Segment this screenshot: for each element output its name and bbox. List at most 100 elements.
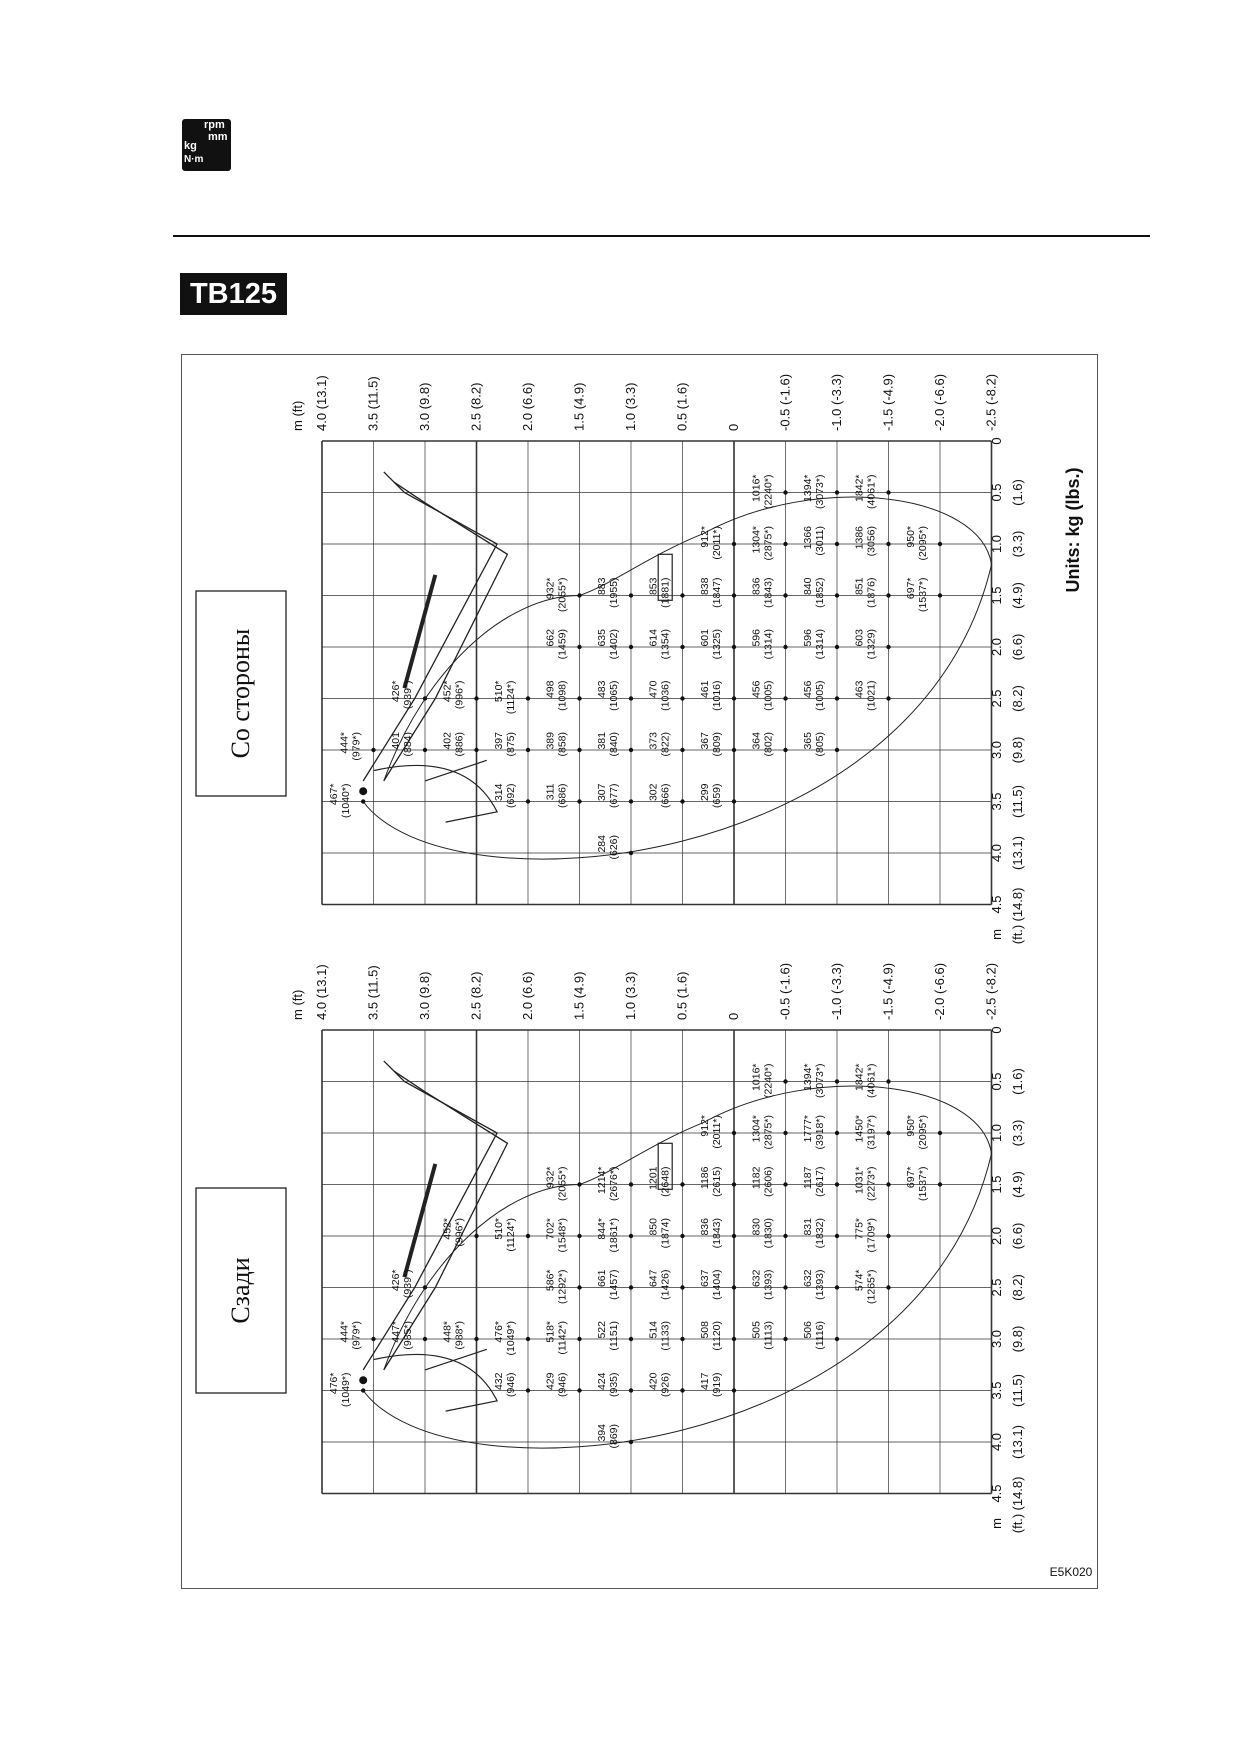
capacity-value-lbs: (2875*) [763,526,775,560]
radius-unit-label: m [989,929,1004,940]
grid-point [886,593,891,598]
capacity-value-lbs: (875) [505,732,517,757]
capacity-value: 614 [648,629,660,647]
capacity-value: 574* [854,1270,866,1292]
capacity-value: 601 [699,629,711,647]
capacity-value: 508 [699,1321,711,1339]
capacity-value-lbs: (1457) [608,1270,620,1300]
boom-cylinder [402,1163,438,1278]
capacity-value-lbs: (1098) [557,681,569,711]
capacity-value: 470 [648,680,660,698]
capacity-value-lbs: (1537*) [917,1167,929,1201]
capacity-value-lbs: (1325) [711,629,723,659]
radius-tick-label-ft: (13.1) [1010,1425,1025,1459]
capacity-value: 853 [648,577,660,595]
view-title-box [195,590,287,797]
radius-tick-label: 2.0 [989,1227,1004,1245]
height-tick-label: 1.5 (4.9) [572,972,587,1020]
reach-envelope [362,1085,993,1449]
grid-point [783,1130,788,1136]
capacity-value-lbs: (3011) [814,526,826,556]
capacity-value: 840 [802,577,814,595]
capacity-value: 444* [339,732,351,754]
grid-point [731,541,737,547]
radius-tick-label: 3.0 [989,1330,1004,1348]
capacity-value-lbs: (4061*) [866,475,878,509]
grid-point [783,696,788,701]
capacity-value: 510* [493,1218,505,1240]
view-title: Со стороны [226,629,255,759]
grid-point [783,593,788,598]
height-tick-label: 3.5 (11.5) [366,965,381,1020]
capacity-value: 697* [905,578,917,600]
capacity-value: 1842* [854,1064,866,1091]
height-tick-label: -2.0 (-6.6) [932,374,947,431]
capacity-value-lbs: (692) [505,784,517,809]
grid-point [474,1233,479,1239]
capacity-value: 635 [596,629,608,647]
capacity-value-lbs: (1876) [866,578,878,608]
radius-tick-label-ft: (1.6) [1010,479,1025,506]
radius-tick-label: 4.5 [989,1484,1004,1502]
capacity-value-lbs: (869) [608,1424,620,1449]
radius-tick-label-ft: (1.6) [1010,1068,1025,1095]
capacity-value: 284 [596,835,608,853]
height-tick-label: 0.5 (1.6) [675,972,690,1020]
radius-tick-label: 1.0 [989,535,1004,553]
capacity-value: 883 [596,577,608,595]
height-unit-label: m (ft) [290,401,305,431]
radius-tick-label-ft: (14.8) [1010,1477,1025,1511]
grid-point [937,1130,943,1136]
capacity-value: 1394* [802,1064,814,1091]
capacity-value: 697* [905,1167,917,1189]
grid-point [577,1285,582,1290]
grid-point [886,1130,891,1136]
grid-point [474,696,479,701]
radius-tick-label: 2.5 [989,1278,1004,1296]
grid-point [834,1233,840,1239]
grid-point [731,747,737,753]
radius-tick-label-ft: (14.8) [1010,888,1025,922]
capacity-value-lbs: (2273*) [866,1167,878,1201]
grid-point [937,541,943,547]
capacity-value-lbs: (1830) [763,1218,775,1248]
grid-point [886,1233,891,1239]
height-tick-label: -0.5 (-1.6) [778,963,793,1020]
capacity-value-lbs: (1393) [814,1270,826,1300]
capacity-value-lbs: (1852) [814,578,826,608]
grid-point [680,1388,685,1393]
reach-envelope [362,496,993,860]
capacity-value: 452* [442,1218,454,1240]
grid-point [680,644,685,650]
capacity-value: 632 [751,1269,763,1287]
grid-point [834,1285,840,1290]
grid-point [628,593,634,598]
radius-tick-label: 3.5 [989,792,1004,810]
capacity-value: 417 [699,1372,711,1390]
grid-point [474,1336,479,1342]
capacity-value: 1842* [854,475,866,502]
radius-tick-label-ft: (9.8) [1010,737,1025,764]
grid-point [834,644,840,650]
capacity-value-lbs: (677) [608,784,620,809]
grid-point [731,1233,737,1239]
capacity-value-lbs: (809) [711,732,723,757]
capacity-value-lbs: (659) [711,784,723,809]
radius-unit-label: m [989,1518,1004,1529]
radius-tick-label-ft: (6.6) [1010,1223,1025,1250]
height-unit-label: m (ft) [290,990,305,1020]
capacity-value-lbs: (1036) [660,681,672,711]
capacity-value-lbs: (985*) [402,1321,414,1350]
capacity-value-lbs: (1537*) [917,578,929,612]
specifications-icon: rpm mm kg N·m [182,119,231,171]
capacity-value: 432 [493,1372,505,1390]
grid-point [680,1285,685,1290]
capacity-value: 1182 [751,1166,763,1189]
grid-point [474,747,479,753]
grid-point [628,1182,634,1187]
capacity-value: 302 [648,783,660,801]
capacity-value-lbs: (1021) [866,681,878,711]
radius-tick-label: 1.0 [989,1124,1004,1142]
boom-base [657,553,673,601]
capacity-value-lbs: (2011*) [711,1115,723,1149]
